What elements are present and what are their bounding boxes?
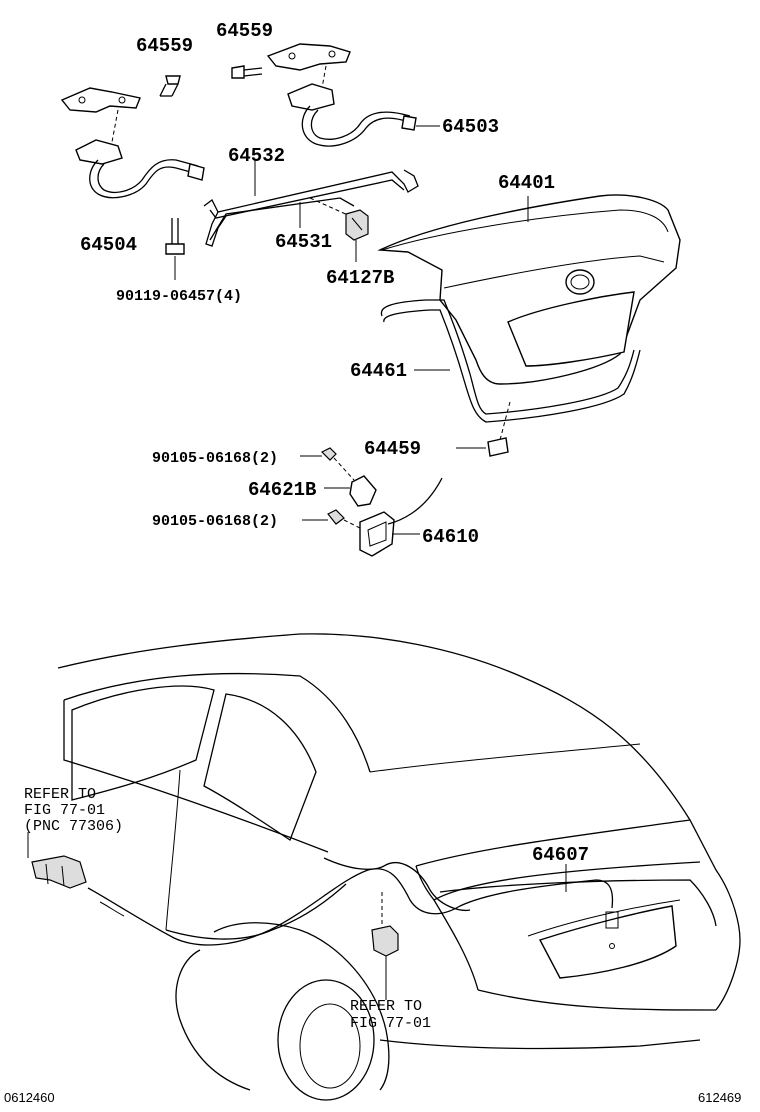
refer-left-line1: REFER TO xyxy=(24,786,96,803)
label-64532: 64532 xyxy=(228,145,285,167)
label-64531: 64531 xyxy=(275,231,332,253)
right-hinge-bolt xyxy=(231,65,263,79)
label-64461: 64461 xyxy=(350,360,407,382)
trunk-cable-64607 xyxy=(87,864,619,949)
refer-bottom-line2: FIG 77-01 xyxy=(350,1015,431,1032)
footer-code-right: 612469 xyxy=(698,1090,741,1105)
footer-code-left: 0612460 xyxy=(4,1090,55,1105)
fuel-lid-opener xyxy=(371,892,399,1000)
screw-upper xyxy=(300,447,337,461)
refer-left-line3: (PNC 77306) xyxy=(24,818,123,835)
label-64559-right: 64559 xyxy=(216,20,273,42)
bumper-64459 xyxy=(487,401,511,457)
striker-64621B xyxy=(324,475,377,507)
label-64607: 64607 xyxy=(532,844,589,866)
car-body xyxy=(57,633,741,1101)
label-64504: 64504 xyxy=(80,234,137,256)
right-hinge-bracket xyxy=(266,43,351,71)
label-90105-06168-b: 90105-06168(2) xyxy=(152,513,278,530)
label-64401: 64401 xyxy=(498,172,555,194)
trunk-lid xyxy=(377,194,681,385)
bolt-90119 xyxy=(165,218,185,280)
left-hinge-bolt xyxy=(159,75,181,97)
label-90119-06457: 90119-06457(4) xyxy=(116,288,242,305)
refer-left-line2: FIG 77-01 xyxy=(24,802,105,819)
label-64459: 64459 xyxy=(364,438,421,460)
torsion-bar-64532 xyxy=(203,160,419,247)
right-hinge-arm xyxy=(287,83,417,147)
refer-bottom-line1: REFER TO xyxy=(350,998,422,1015)
label-64503: 64503 xyxy=(442,116,499,138)
label-64559-left: 64559 xyxy=(136,35,193,57)
label-64621B: 64621B xyxy=(248,479,316,501)
lock-assembly-64610 xyxy=(359,477,443,557)
screw-lower xyxy=(302,509,345,525)
opener-lever xyxy=(31,855,125,917)
torsion-bar-64531 xyxy=(209,197,355,241)
label-64610: 64610 xyxy=(422,526,479,548)
left-hinge-arm xyxy=(75,139,205,199)
weatherstrip-64461 xyxy=(380,299,641,423)
label-90105-06168-a: 90105-06168(2) xyxy=(152,450,278,467)
label-64127B: 64127B xyxy=(326,267,394,289)
left-hinge-bracket xyxy=(60,87,141,113)
clip-64127B xyxy=(345,209,369,262)
